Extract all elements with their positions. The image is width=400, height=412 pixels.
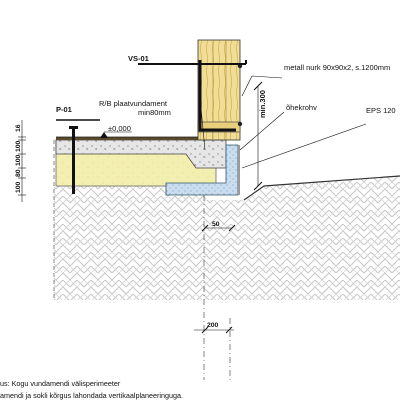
dim-50: 50 (212, 221, 220, 228)
soil-hatch (54, 176, 400, 300)
wall-plate (197, 121, 241, 133)
label-rb-line2: min80mm (138, 108, 171, 117)
label-min300: min.300 (258, 90, 267, 118)
dim-100-a: 100 (15, 140, 22, 152)
plaster-strip (238, 145, 240, 195)
label-eps: EPS 120 (366, 106, 396, 115)
anchor-rod (72, 126, 75, 194)
dim-100-c: 100 (15, 181, 22, 193)
dim-100-b: 100 (15, 154, 22, 166)
label-metal-corner: metall nurk 90x90x2, s.1200mm (284, 63, 390, 72)
label-vs01: VS-01 (128, 54, 149, 63)
dim-16: 16 (15, 124, 22, 132)
ground-surface-line (243, 175, 400, 201)
label-p01: P-01 (56, 105, 72, 114)
metal-corner (198, 60, 236, 132)
note-line1: us: Kogu vundamendi välisperimeeter (0, 379, 121, 388)
floor-finish (56, 137, 226, 140)
label-rb-line1: R/B plaatvundament (99, 99, 168, 108)
note-line2: amendi ja sokli kõrgus lahondada vertika… (0, 391, 183, 400)
label-ohekrohv: õhekrohv (286, 103, 317, 112)
label-level: ±0,000 (108, 124, 131, 133)
dim-80: 80 (15, 169, 22, 177)
dim-200: 200 (207, 322, 219, 329)
